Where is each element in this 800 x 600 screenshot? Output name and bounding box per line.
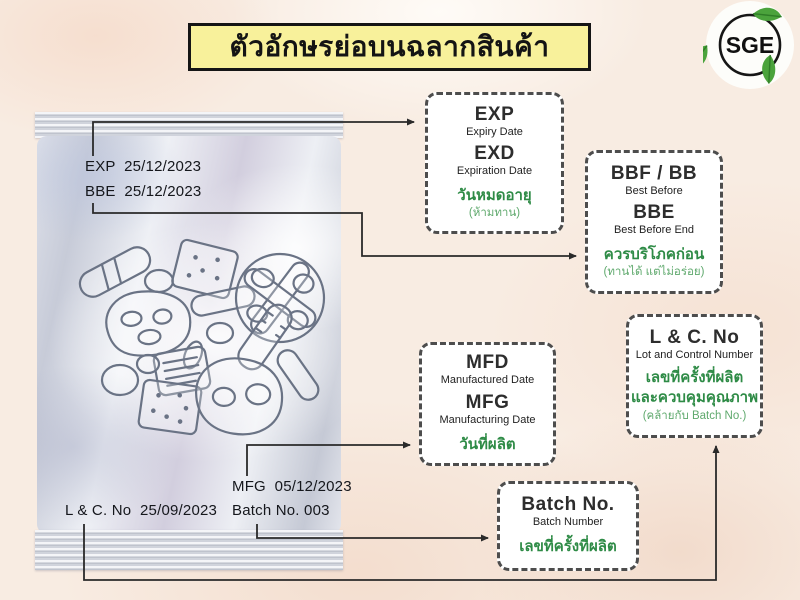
bbf-full-1: Best Before [625, 184, 683, 197]
batch-full: Batch Number [532, 515, 604, 528]
mfd-abbr-2: MFG [465, 391, 510, 413]
bbf-full-2: Best Before End [613, 224, 695, 237]
lcno-full: Lot and Control Number [635, 349, 754, 362]
exp-full-2: Expiration Date [456, 165, 533, 178]
bag-label-batch: Batch No. 003 [232, 502, 330, 519]
bag-label-exp: EXP 25/12/2023 [85, 158, 202, 175]
exp-abbr-1: EXP [474, 103, 515, 125]
lcno-thai-note: (คล้ายกับ Batch No.) [642, 409, 747, 422]
mfd-info-card: MFD Manufactured Date MFG Manufacturing … [419, 342, 556, 466]
bag-label-lcno: L & C. No 25/09/2023 [65, 502, 218, 519]
batch-abbr: Batch No. [521, 494, 615, 516]
bbf-thai: ควรบริโภคก่อน [603, 246, 705, 264]
snack-bag-illustration: EXP 25/12/2023 BBE 25/12/2023 MFG 05/12/… [35, 112, 352, 570]
bbf-info-card: BBF / BB Best Before BBE Best Before End… [585, 150, 723, 294]
exp-abbr-2: EXD [474, 143, 515, 165]
exp-thai-note: (ห้ามทาน) [468, 207, 521, 220]
exp-full-1: Expiry Date [466, 125, 523, 138]
batch-info-card: Batch No. Batch Number เลขที่ครั้งที่ผลิ… [497, 481, 639, 571]
lcno-info-card: L & C. No Lot and Control Number เลขที่ค… [626, 314, 763, 438]
mfd-full-1: Manufactured Date [440, 374, 535, 387]
mfd-abbr-1: MFD [466, 352, 509, 374]
logo-text: SGE [726, 32, 775, 58]
bbf-thai-note: (ทานได้ แต่ไม่อร่อย) [603, 266, 705, 279]
mfd-thai: วันที่ผลิต [459, 435, 516, 453]
lcno-thai-1: เลขที่ครั้งที่ผลิต [645, 369, 744, 387]
leaf-circle-icon: SGE [689, 1, 794, 89]
snack-outline-art [78, 238, 326, 436]
lcno-abbr: L & C. No [649, 327, 740, 349]
exp-thai: วันหมดอายุ [457, 187, 532, 205]
sge-logo: SGE [689, 0, 797, 90]
lcno-thai-2: และควบคุมคุณภาพ [631, 389, 758, 407]
batch-thai: เลขที่ครั้งที่ผลิต [519, 537, 617, 555]
bbf-abbr-1: BBF / BB [610, 162, 698, 184]
bbf-abbr-2: BBE [633, 202, 675, 224]
bag-label-bbe: BBE 25/12/2023 [85, 183, 202, 200]
page-title: ตัวอักษรย่อบนฉลากสินค้า [188, 23, 591, 71]
page-title-text: ตัวอักษรย่อบนฉลากสินค้า [229, 31, 550, 62]
exp-info-card: EXP Expiry Date EXD Expiration Date วันห… [425, 92, 564, 234]
bag-label-mfg: MFG 05/12/2023 [232, 478, 352, 495]
mfd-full-2: Manufacturing Date [439, 413, 536, 426]
